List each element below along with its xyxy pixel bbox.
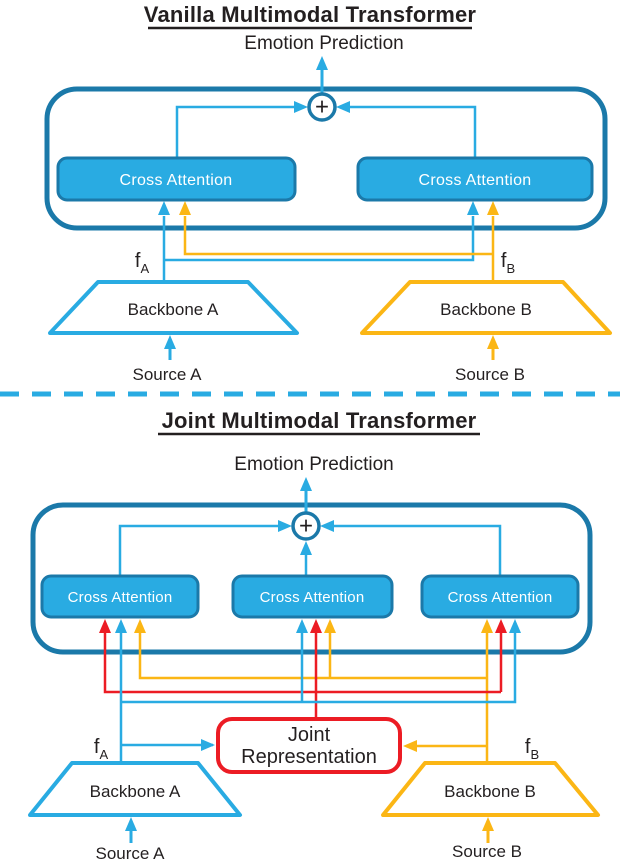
vanilla-backbone-b-trapezoid (360, 280, 612, 335)
vanilla-backbone-a-label: Backbone A (128, 300, 219, 319)
joint-section: + Cross Attention Cross Attention Cross … (28, 408, 600, 862)
joint-backbone-a-label: Backbone A (90, 782, 181, 801)
arrowhead-up-icon (324, 619, 336, 633)
arrowhead-up-icon (158, 201, 170, 215)
joint-feature-b-label: fB (525, 736, 539, 762)
joint-feature-a-label: fA (94, 736, 109, 762)
arrowhead-up-icon (495, 619, 507, 633)
arrowhead-up-icon (481, 619, 493, 633)
arrowhead-left-icon (336, 101, 350, 113)
joint-representation-box (216, 717, 402, 774)
arrowhead-up-icon (487, 201, 499, 215)
arrowhead-up-icon (99, 619, 111, 633)
joint-wire-right-to-sum (334, 524, 502, 576)
vanilla-feature-a-label: fA (135, 250, 150, 276)
joint-backbone-a-trapezoid (28, 761, 242, 817)
joint-transformer-frame (30, 502, 593, 655)
joint-backbone-b-trapezoid (381, 761, 600, 817)
joint-backbone-b-label: Backbone B (444, 782, 536, 801)
vanilla-source-a-label: Source A (133, 365, 203, 384)
arrowhead-up-icon (164, 335, 176, 349)
joint-title: Joint Multimodal Transformer (162, 408, 477, 433)
joint-representation-label-line2: Representation (241, 746, 377, 768)
arrowhead-up-icon (115, 619, 127, 633)
joint-source-b-label: Source B (452, 842, 522, 861)
arrowhead-up-icon (467, 201, 479, 215)
arrowhead-right-icon (294, 101, 308, 113)
joint-cross-attention-right-label: Cross Attention (448, 589, 553, 606)
arrowhead-up-icon (300, 477, 312, 491)
joint-wire-feature-a (119, 632, 517, 763)
joint-cross-attention-right-box (420, 574, 580, 619)
vanilla-sum-node (307, 92, 337, 122)
vanilla-section: + Cross Attention Cross Attention fA fB … (44, 2, 612, 384)
joint-sum-symbol: + (299, 513, 313, 540)
arrowhead-left-icon (320, 520, 334, 532)
arrowhead-right-icon (278, 520, 292, 532)
arrowhead-up-icon (300, 541, 312, 555)
arrowhead-up-icon (179, 201, 191, 215)
vanilla-source-b-label: Source B (455, 365, 525, 384)
joint-wire-representation (103, 632, 503, 719)
vanilla-wire-feature-a (162, 216, 475, 282)
vanilla-wire-left-to-sum (175, 105, 294, 158)
joint-source-a-label: Source A (96, 844, 166, 862)
joint-cross-attention-left-box (40, 574, 200, 619)
arrowhead-up-icon (482, 817, 494, 831)
joint-cross-attention-left-label: Cross Attention (68, 589, 173, 606)
vanilla-feature-b-label: fB (501, 250, 515, 276)
vanilla-wire-feature-b (183, 216, 495, 282)
vanilla-sum-symbol: + (315, 94, 329, 121)
arrowhead-up-icon (296, 619, 308, 633)
arrowhead-up-icon (134, 619, 146, 633)
vanilla-cross-attention-right-box (356, 156, 594, 202)
arrowhead-up-icon (310, 619, 322, 633)
joint-cross-attention-middle-box (231, 574, 394, 619)
arrowhead-up-icon (487, 335, 499, 349)
joint-cross-attention-middle-label: Cross Attention (260, 589, 365, 606)
joint-wire-left-to-sum (118, 524, 278, 576)
joint-wire-feature-b (138, 632, 489, 763)
arrowhead-right-icon (201, 739, 215, 751)
vanilla-wire-right-to-sum (350, 105, 477, 158)
vanilla-prediction-label: Emotion Prediction (244, 33, 403, 54)
joint-prediction-label: Emotion Prediction (234, 454, 393, 475)
vanilla-cross-attention-left-label: Cross Attention (120, 172, 233, 189)
vanilla-backbone-b-label: Backbone B (440, 300, 532, 319)
vanilla-title: Vanilla Multimodal Transformer (144, 2, 477, 27)
joint-sum-node (291, 511, 321, 541)
arrowhead-up-icon (125, 817, 137, 831)
vanilla-cross-attention-left-box (56, 156, 297, 202)
arrowhead-left-icon (403, 740, 417, 752)
vanilla-backbone-a-trapezoid (48, 280, 299, 335)
arrowhead-up-icon (316, 56, 328, 70)
vanilla-cross-attention-right-label: Cross Attention (419, 172, 532, 189)
arrowhead-up-icon (509, 619, 521, 633)
joint-representation-label-line1: Joint (288, 724, 331, 746)
vanilla-transformer-frame (44, 86, 608, 231)
